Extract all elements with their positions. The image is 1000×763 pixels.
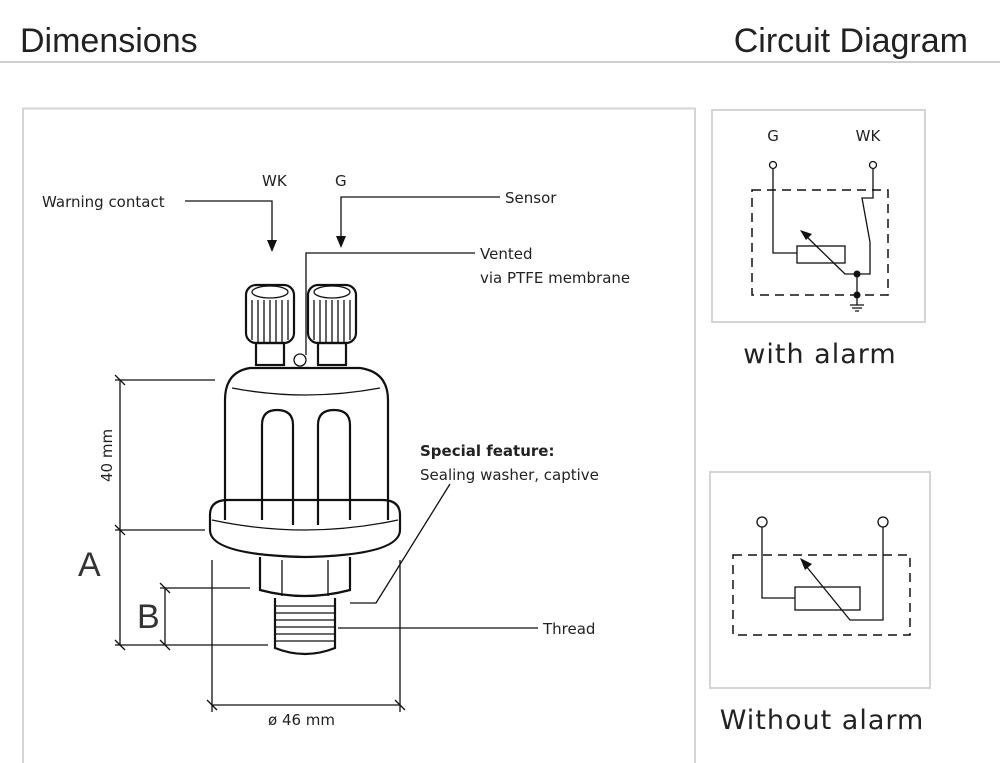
circuit-diagram-title: Circuit Diagram [734,22,968,60]
dimension-a-label: A [78,546,101,584]
terminal-cap-g [306,283,358,367]
circuit-with-alarm [751,160,889,312]
ground-icon [850,304,864,312]
diameter-dimension-label: ø 46 mm [268,711,335,729]
circuit-without-alarm-panel [709,471,931,689]
wk-label: WK [262,172,288,190]
without-alarm-caption: Without alarm [720,705,925,736]
g-label: G [335,172,347,190]
special-feature-title: Special feature: [420,442,554,460]
special-feature-text: Sealing washer, captive [420,466,599,484]
circuit-with-alarm-panel [711,109,926,323]
circuit-g-label: G [767,127,779,145]
variable-resistor-icon [794,586,861,611]
dimensions-panel [22,107,696,763]
pressure-sensor-drawing [208,283,402,656]
height-dimension-label: 40 mm [98,429,116,482]
callout-lines [185,196,538,629]
circuit-wk-label: WK [856,127,882,145]
sensor-label: Sensor [505,189,557,207]
vented-label: Vented [480,245,532,263]
terminal-cap-wk [244,283,296,367]
circuit-without-alarm [732,516,911,636]
variable-resistor-icon [796,245,846,264]
vented-label-line2: via PTFE membrane [480,269,630,287]
dimension-lines [114,374,406,712]
with-alarm-caption: with alarm [743,339,896,370]
dimension-b-label: B [137,598,160,636]
dimensions-title: Dimensions [20,22,198,60]
thread-label: Thread [542,620,595,638]
warning-contact-label: Warning contact [42,193,165,211]
